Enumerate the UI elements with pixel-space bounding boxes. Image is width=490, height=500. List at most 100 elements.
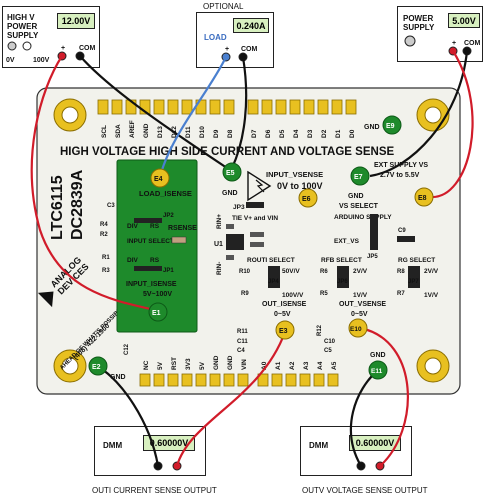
rfb-select-label: RFB SELECT [321,257,362,264]
svg-text:E11: E11 [371,368,383,375]
rg-2v-label: 2V/V [424,268,439,275]
jp3-label: JP3 [233,204,245,211]
wire-dmm2-plus-to-e10 [359,326,409,467]
rfb-1v-label: 1V/V [353,292,368,299]
svg-text:5V: 5V [157,361,164,370]
board-title: HIGH VOLTAGE HIGH SIDE CURRENT AND VOLTA… [60,146,394,158]
turret-e7[interactable]: E7 [350,166,370,186]
r1-label: R1 [102,255,110,261]
svg-text:A3: A3 [303,361,310,370]
rg-1v-label: 1V/V [424,292,439,299]
r2-label: R2 [100,232,108,238]
c5-label: C5 [324,348,332,354]
ext-vs-label: EXT_VS [334,238,360,245]
svg-text:D11: D11 [185,126,192,138]
hv-supply-display: 12.00V [57,13,95,29]
svg-text:D0: D0 [349,129,356,138]
vs-supply-display: 5.00V [448,13,480,28]
turret-e4[interactable]: E4 [150,168,170,188]
turret-e2[interactable]: E2 [88,356,108,376]
svg-text:D4: D4 [293,129,300,138]
hv-com-label: COM [79,45,96,52]
turret-e1[interactable]: E1 [148,302,168,322]
vs-supply-knob [404,35,416,47]
out-vsense-label: OUT_VSENSE [339,301,386,308]
wire-vs-plus-to-e8 [429,50,474,199]
svg-text:D5: D5 [279,129,286,138]
c9-cap [397,236,415,242]
svg-text:D2: D2 [321,129,328,138]
svg-text:GND: GND [227,355,234,370]
wire-vs-com-to-e7 [369,50,469,178]
load-name: LOAD [204,33,227,42]
hv-supply-name-3: SUPPLY [7,31,39,40]
svg-text:D9: D9 [213,129,220,138]
header-bottom-labels: NC 5V RST 3V3 5V GND GND VIN A0 A1 A2 A3… [143,355,338,370]
c3-label: C3 [107,203,115,209]
svg-text:E3: E3 [279,328,288,335]
rs-label-2: RS [150,257,160,264]
c12-label: C12 [124,343,130,355]
e11-gnd-label: GND [370,352,386,359]
svg-text:E10: E10 [350,326,362,333]
jp2-header [134,218,162,223]
svg-text:VIN: VIN [241,359,248,370]
svg-text:NC: NC [143,360,150,370]
svg-text:E1: E1 [152,310,161,317]
wire-dmm2-com-to-e11 [349,369,379,467]
input-vsense-label: INPUT_VSENSE [266,170,323,179]
r12-label: R12 [317,324,323,336]
part-ltc6115: LTC6115 [49,175,66,240]
wire-dmm1-plus-to-e3 [175,331,287,467]
jp7-label: JP7 [408,279,419,285]
jp7-header [408,266,420,288]
r10-label: R10 [239,269,251,275]
rg-select-label: RG SELECT [398,257,435,264]
wire-load-com-to-e5 [231,56,248,169]
svg-text:GND: GND [143,123,150,138]
c11-label: C11 [237,339,248,345]
turret-e10[interactable]: E10 [348,318,368,338]
hv-range-low: 0V [6,57,15,64]
svg-text:D6: D6 [265,129,272,138]
jp4-header [268,266,280,288]
turret-e6[interactable]: E6 [298,188,318,208]
r3-label: R3 [102,268,110,274]
hv-supply-name-2: POWER [7,22,38,31]
svg-text:RST: RST [171,357,178,370]
r5-label: R5 [320,291,328,297]
r7-label: R7 [397,291,405,297]
turret-e3[interactable]: E3 [275,320,295,340]
hv-plus-label: + [61,45,66,52]
dmm1-display: 0.60000V [143,435,195,451]
vs-supply-name-1: POWER [403,14,434,23]
dmm2-name: DMM [309,441,329,450]
c9-label: C9 [398,228,406,234]
jp4-label: JP4 [268,279,279,285]
svg-text:E9: E9 [386,123,395,130]
routi-50v-label: 50V/V [282,268,300,275]
dmm1-caption: OUTI CURRENT SENSE OUTPUT [92,486,217,495]
svg-text:D8: D8 [227,129,234,138]
tie-label: TIE V+ and VIN [232,215,278,222]
jp3-header [246,202,264,208]
svg-text:D7: D7 [251,129,258,138]
input-isense-range: 5V~100V [143,291,172,298]
rs-label-1: RS [150,223,160,230]
turret-e9[interactable]: E9 [382,115,402,135]
svg-text:E6: E6 [302,196,311,203]
turret-e8[interactable]: E8 [414,187,434,207]
svg-text:GND: GND [213,355,220,370]
wire-hv-plus-to-e1 [30,55,156,312]
out-isense-label: OUT_ISENSE [262,301,307,308]
turret-e11[interactable]: E11 [368,360,388,380]
dmm-outi: DMM 0.60000V [94,426,206,476]
input-select-label: INPUT SELECT [127,238,174,245]
u1-label: U1 [214,241,223,248]
turret-e5[interactable]: E5 [222,162,242,182]
ext-supply-label: EXT SUPPLY VS [374,162,428,169]
div-label-2: DIV [127,257,139,264]
jp6-label: JP6 [337,279,348,285]
r6-label: R6 [320,269,328,275]
vs-plus-label: + [452,40,457,47]
